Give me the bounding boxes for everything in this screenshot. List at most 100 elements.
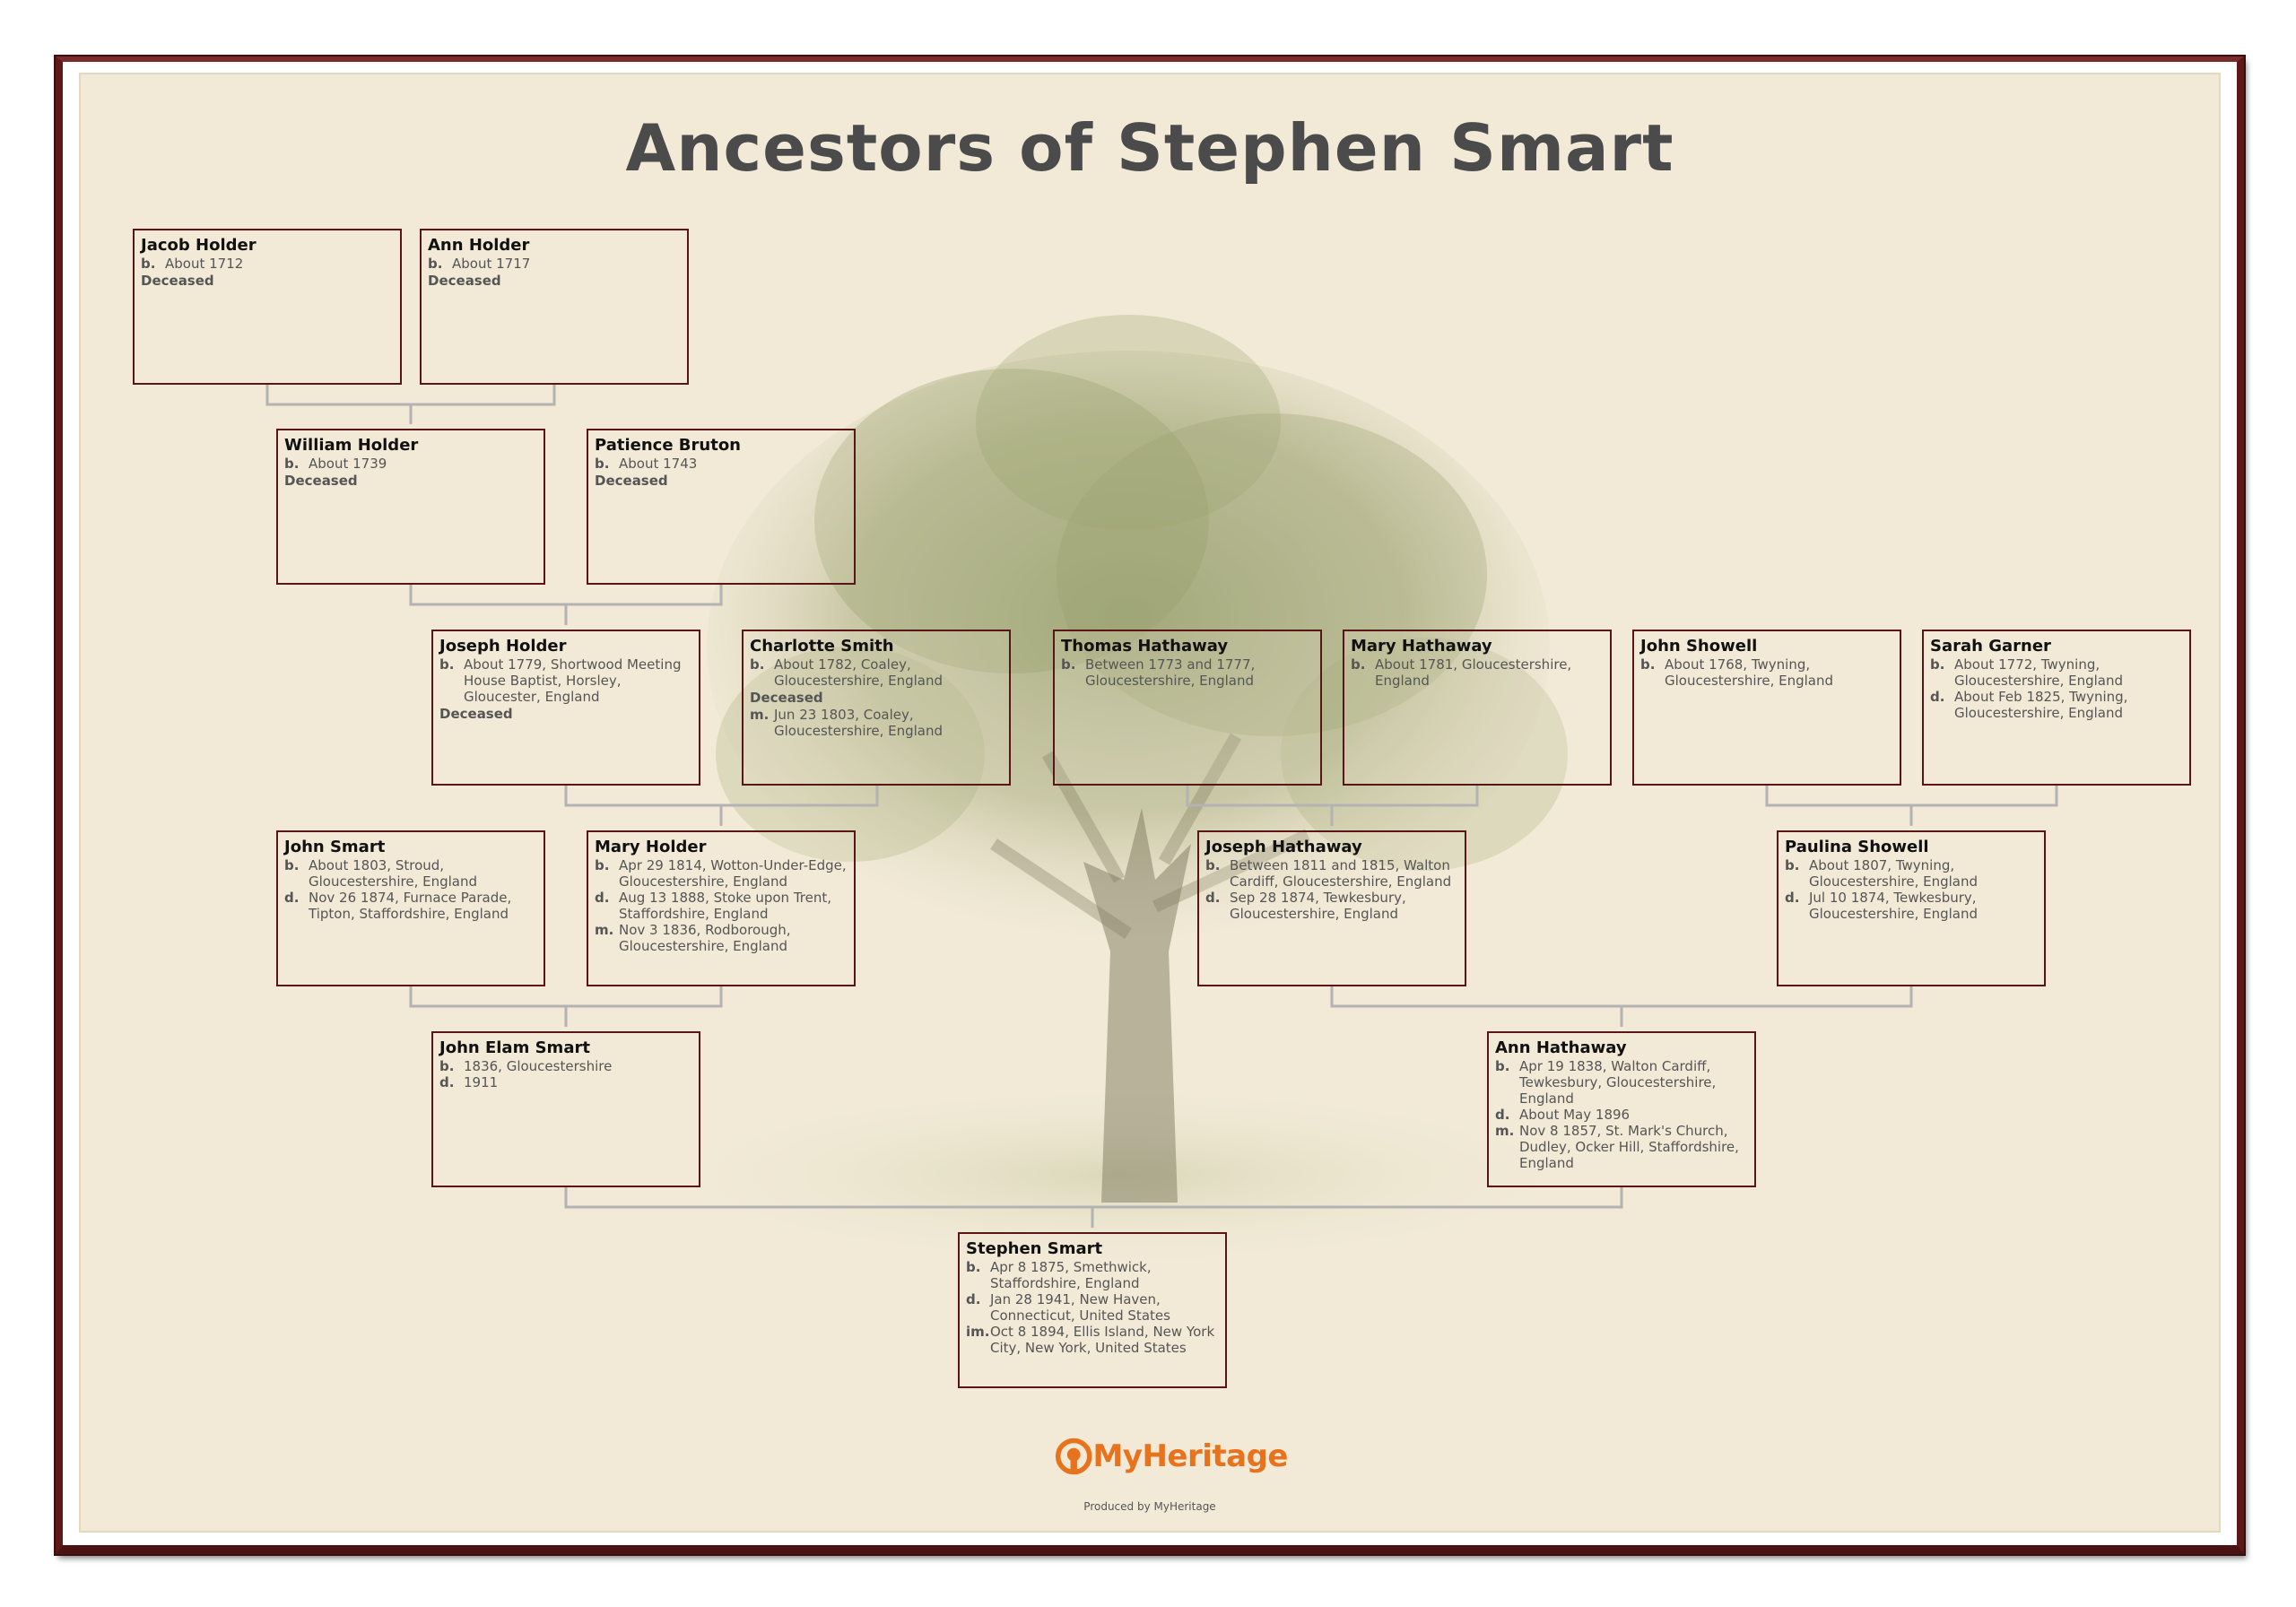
- fact-label: b.: [1785, 857, 1800, 873]
- fact-label: b.: [1640, 656, 1656, 673]
- fact-text: About 1779, Shortwood Meeting House Bapt…: [464, 656, 682, 705]
- fact-text: Jan 28 1941, New Haven, Connecticut, Uni…: [990, 1291, 1170, 1324]
- brand-logo: MyHeritage: [1055, 1434, 1288, 1479]
- deceased-label: Deceased: [141, 273, 214, 289]
- fact-label: d.: [1930, 689, 1945, 705]
- fact-label: m.: [1495, 1123, 1515, 1139]
- person-fact: b. About 1782, Coaley, Gloucestershire, E…: [750, 656, 1003, 689]
- fact-text: About 1803, Stroud, Gloucestershire, Eng…: [309, 857, 478, 890]
- person-fact: d.Jul 10 1874, Tewkesbury, Gloucestershi…: [1785, 890, 2038, 922]
- fact-text: About 1712: [165, 256, 244, 272]
- fact-text: Jul 10 1874, Tewkesbury, Gloucestershire…: [1809, 890, 1979, 922]
- person-fact: b. About 1739: [284, 456, 537, 472]
- fact-text: Sep 28 1874, Tewkesbury, Gloucestershire…: [1230, 890, 1406, 922]
- fact-label: b.: [595, 857, 610, 873]
- person-fact: d.Aug 13 1888, Stoke upon Trent, Staffor…: [595, 890, 848, 922]
- person-fact: d. Nov 26 1874, Furnace Parade, Tipton, S…: [284, 890, 537, 922]
- person-name: Ann Holder: [428, 236, 530, 255]
- fact-text: About 1772, Twyning, Gloucestershire, En…: [1954, 656, 2124, 689]
- fact-text: Nov 26 1874, Furnace Parade, Tipton, Sta…: [309, 890, 512, 922]
- person-fact: b. About 1743: [595, 456, 848, 472]
- fact-text: About Feb 1825, Twyning, Gloucestershire…: [1954, 689, 2128, 721]
- fact-label: d.: [1205, 890, 1221, 906]
- deceased-label: Deceased: [750, 690, 823, 706]
- fact-text: Apr 8 1875, Smethwick, Staffordshire, En…: [990, 1259, 1152, 1291]
- tree-connectors: [265, 385, 2058, 1228]
- fact-text: About 1743: [619, 456, 698, 472]
- fact-label: b.: [750, 656, 765, 673]
- deceased-label: Deceased: [439, 706, 513, 722]
- person-fact: d. Sep 28 1874, Tewkesbury, Gloucestershi…: [1205, 890, 1458, 922]
- fact-label: b.: [595, 456, 610, 472]
- fact-text: Nov 8 1857, St. Mark's Church, Dudley, O…: [1519, 1123, 1739, 1171]
- person-fact: b.About 1803, Stroud, Gloucestershire, E…: [284, 857, 537, 890]
- person-name: John Showell: [1640, 637, 1758, 656]
- deceased-label: Deceased: [595, 473, 668, 489]
- person-name: Jacob Holder: [141, 236, 257, 255]
- person-fact: d.1911: [439, 1074, 692, 1090]
- deceased-label: Deceased: [428, 273, 501, 289]
- poster-frame: Ancestors of Stephen Smart: [56, 56, 2244, 1554]
- person-fact: m.Jun 23 1803, Coaley, Gloucestershire, …: [750, 707, 1003, 739]
- person-name: Thomas Hathaway: [1061, 637, 1229, 656]
- person-name: John Elam Smart: [439, 1038, 590, 1057]
- person-name: William Holder: [284, 436, 419, 455]
- fact-text: About May 1896: [1519, 1107, 1631, 1123]
- myheritage-logo-icon: [1055, 1438, 1092, 1475]
- fact-text: About 1768, Twyning, Gloucestershire, En…: [1665, 656, 1834, 689]
- fact-label: b.: [966, 1259, 981, 1275]
- person-fact: d. About May 1896: [1495, 1107, 1748, 1123]
- person-name: John Smart: [284, 838, 386, 856]
- fact-label: m.: [595, 922, 614, 938]
- person-fact: b.About 1717: [428, 256, 681, 272]
- fact-text: Apr 19 1838, Walton Cardiff, Tewkesbury,…: [1519, 1058, 1717, 1107]
- person-name: Sarah Garner: [1930, 637, 2051, 656]
- person-fact: b.About 1807, Twyning, Gloucestershire, …: [1785, 857, 2038, 890]
- fact-text: About 1739: [309, 456, 387, 472]
- person-name: Ann Hathaway: [1495, 1038, 1627, 1057]
- person-fact: m.Nov 8 1857, St. Mark's Church, Dudley,…: [1495, 1123, 1748, 1171]
- person-fact: d.Jan 28 1941, New Haven, Connecticut, U…: [966, 1291, 1219, 1324]
- person-fact: m.Nov 3 1836, Rodborough, Gloucestershir…: [595, 922, 848, 954]
- person-fact: b.1836, Gloucestershire: [439, 1058, 692, 1074]
- fact-label: im.: [966, 1324, 990, 1340]
- poster-canvas: Ancestors of Stephen Smart: [79, 73, 2221, 1533]
- fact-label: d.: [595, 890, 610, 906]
- fact-text: Between 1811 and 1815, Walton Cardiff, G…: [1230, 857, 1452, 890]
- fact-label: b.: [1495, 1058, 1510, 1074]
- tree-illustration: [617, 315, 1622, 1274]
- fact-label: b.: [284, 456, 300, 472]
- fact-text: About 1717: [452, 256, 531, 272]
- fact-label: d.: [284, 890, 300, 906]
- page-title: Ancestors of Stephen Smart: [625, 110, 1674, 186]
- fact-label: b.: [1205, 857, 1221, 873]
- fact-label: d.: [1495, 1107, 1510, 1123]
- person-fact: im.Oct 8 1894, Ellis Island, New York Ci…: [966, 1324, 1219, 1356]
- person-fact: b. About 1779, Shortwood Meeting House Ba…: [439, 656, 692, 705]
- fact-label: b.: [439, 656, 455, 673]
- fact-text: About 1782, Coaley, Gloucestershire, Eng…: [774, 656, 944, 689]
- fact-label: b.: [439, 1058, 455, 1074]
- fact-label: d.: [439, 1074, 455, 1090]
- person-fact: b. About 1768, Twyning, Gloucestershire, …: [1640, 656, 1893, 689]
- fact-text: Apr 29 1814, Wotton-Under-Edge, Gloucest…: [619, 857, 847, 890]
- person-fact: b. Apr 29 1814, Wotton-Under-Edge, Glouce…: [595, 857, 848, 890]
- person-fact: b. Between 1811 and 1815, Walton Cardiff,…: [1205, 857, 1458, 890]
